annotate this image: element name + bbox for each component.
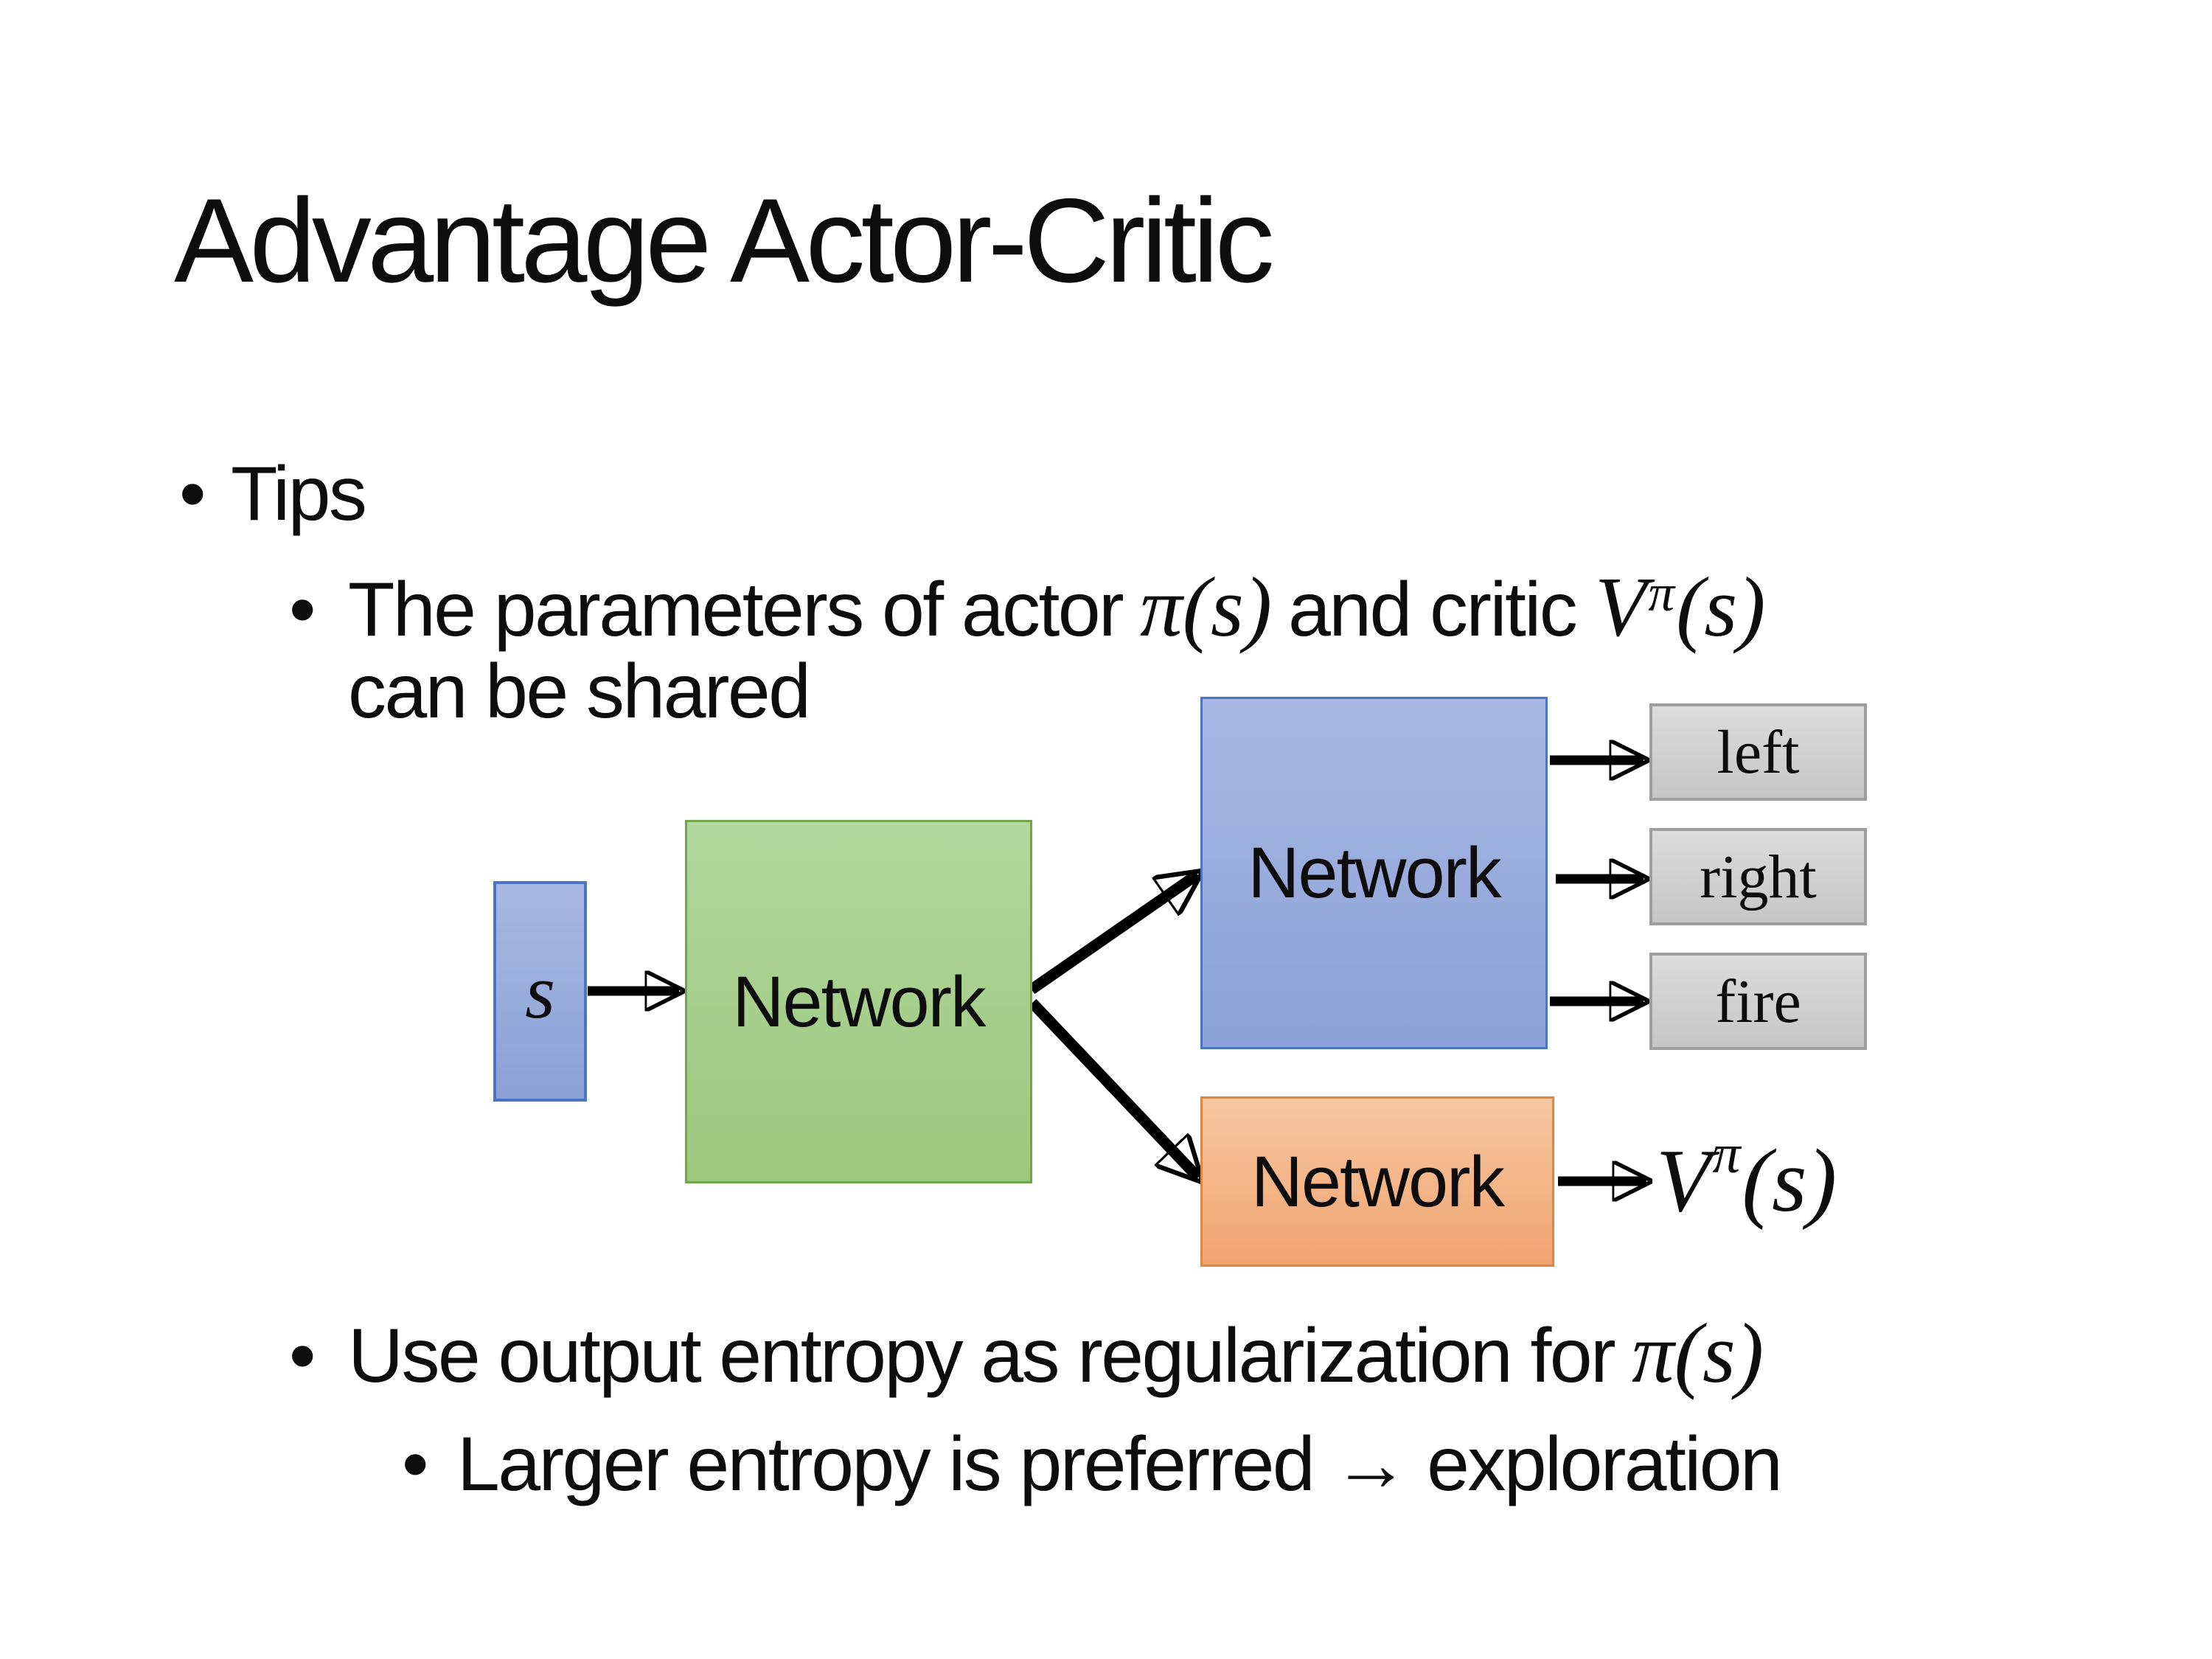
- entropy-pi-math: π(s): [1632, 1307, 1764, 1400]
- action-left-label: left: [1717, 717, 1800, 787]
- arrow-shared-to-actor-network: [1028, 874, 1197, 995]
- critic-network-label: Network: [1251, 1141, 1505, 1222]
- and-critic-text: and critic: [1288, 567, 1578, 653]
- bullet-line-tips: • Tips: [179, 451, 367, 537]
- bullet-marker: •: [179, 451, 206, 537]
- bullet-line-parameters: • The parameters of actor π(s) and criti…: [289, 565, 1765, 650]
- action-fire-label: fire: [1715, 967, 1801, 1036]
- critic-network-box: Network: [1200, 1096, 1554, 1267]
- actor-network-box: Network: [1200, 697, 1548, 1049]
- bullet-line-can-be-shared: can be shared: [348, 649, 811, 734]
- bullet-marker: •: [289, 567, 316, 653]
- action-right-box: right: [1649, 828, 1867, 925]
- bullet-marker: •: [289, 1313, 316, 1399]
- page-title: Advantage Actor-Critic: [174, 174, 1275, 307]
- state-input-box: s: [493, 881, 587, 1102]
- bullet-line-entropy: • Use output entropy as regularization f…: [289, 1311, 1764, 1396]
- action-left-box: left: [1649, 703, 1867, 801]
- larger-entropy-text: Larger entropy is preferred → exploratio…: [457, 1422, 1783, 1507]
- shared-network-label: Network: [732, 961, 986, 1042]
- v-base: V: [1595, 560, 1647, 654]
- critic-v-math: Vπ(s): [1595, 565, 1765, 650]
- parameters-text: The parameters of actor: [348, 567, 1124, 653]
- value-pi-superscript: π: [1712, 1123, 1741, 1185]
- value-args: (s): [1742, 1131, 1837, 1231]
- state-label: s: [525, 948, 555, 1034]
- shared-network-box: Network: [685, 820, 1032, 1183]
- actor-pi-math: π(s): [1140, 560, 1272, 654]
- arrow-shared-to-critic-network: [1028, 998, 1198, 1178]
- actor-network-label: Network: [1248, 832, 1501, 913]
- v-pi-superscript: π: [1648, 563, 1675, 622]
- v-args: (s): [1676, 560, 1766, 654]
- tips-label: Tips: [231, 451, 367, 537]
- bullet-marker: •: [402, 1422, 429, 1507]
- action-right-label: right: [1700, 842, 1817, 911]
- bullet-line-larger-entropy: • Larger entropy is preferred → explorat…: [402, 1422, 1783, 1507]
- can-be-shared-text: can be shared: [348, 649, 811, 734]
- entropy-text: Use output entropy as regularization for: [348, 1313, 1616, 1399]
- value-v-base: V: [1656, 1131, 1711, 1231]
- action-fire-box: fire: [1649, 953, 1867, 1050]
